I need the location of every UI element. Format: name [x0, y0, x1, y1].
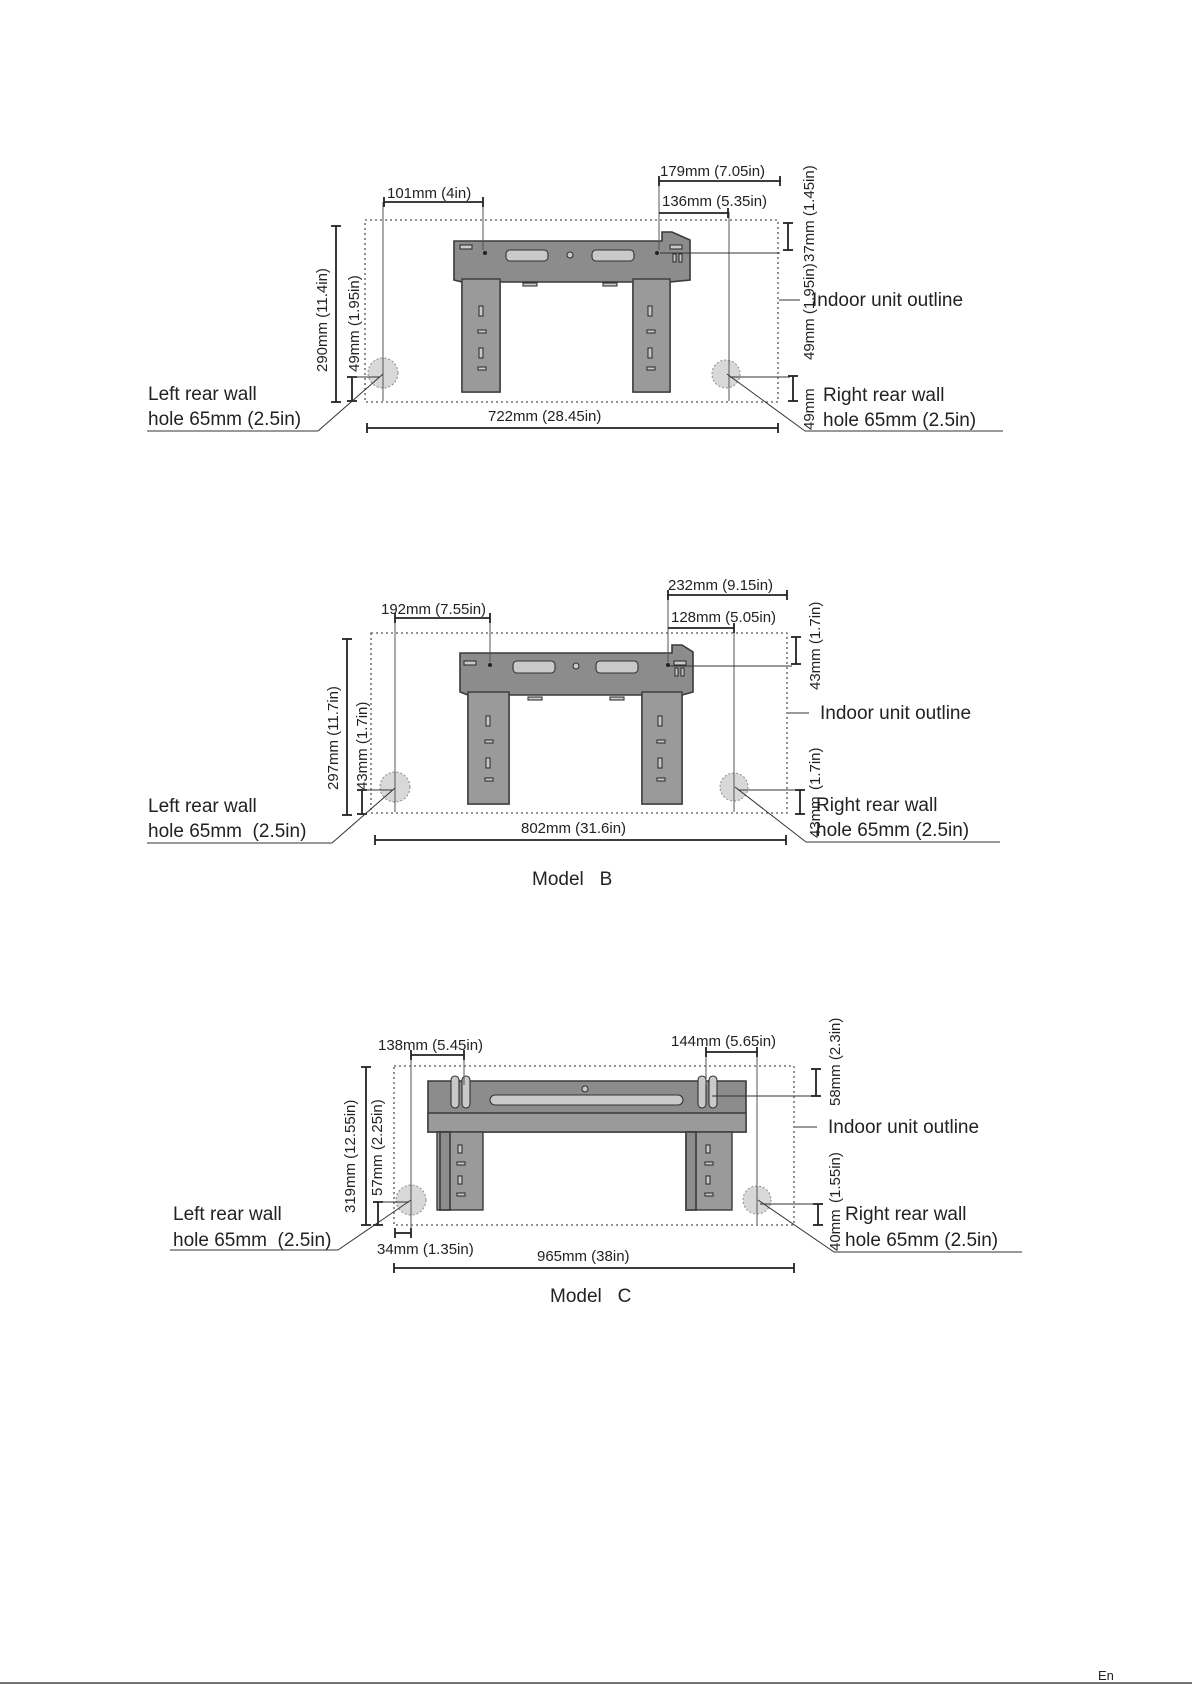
dim-right-hole-height-bottom: 40mm	[827, 1209, 844, 1251]
dim-top-left-offset: 192mm (7.55in)	[381, 601, 486, 618]
dim-right-hole-height-top: (1.7in)	[807, 747, 824, 790]
indoor-unit-outline	[370, 632, 788, 814]
mounting-plate	[427, 1075, 747, 1211]
dim-bottom-left-offset: 34mm (1.35in)	[377, 1241, 474, 1258]
page-marker: En	[1098, 1668, 1114, 1683]
dim-left-hole-height: 43mm (1.7in)	[354, 702, 371, 790]
right-hole-label-line2: hole 65mm (2.5in)	[845, 1230, 998, 1251]
dim-top-left-offset: 138mm (5.45in)	[378, 1037, 483, 1054]
mounting-plate	[453, 231, 691, 393]
indoor-unit-outline	[393, 1065, 795, 1226]
dim-left-hole-height: 57mm (2.25in)	[369, 1099, 386, 1196]
right-hole-label-line2: hole 65mm (2.5in)	[823, 410, 976, 431]
model-caption: Model C	[550, 1286, 631, 1307]
dim-left-height: 319mm (12.55in)	[342, 1100, 359, 1213]
dim-right-hole-height-top: (1.55in)	[827, 1152, 844, 1203]
model-caption: Model B	[532, 869, 612, 890]
dim-top-left-offset: 101mm (4in)	[387, 185, 471, 202]
indoor-unit-outline	[364, 219, 779, 403]
dim-right-hole-height-bottom: 49mm	[801, 388, 818, 430]
dim-top-right-outer: 144mm (5.65in)	[671, 1033, 776, 1050]
dim-left-height: 290mm (11.4in)	[314, 268, 331, 372]
dim-top-right-inner: 128mm (5.05in)	[671, 609, 776, 626]
left-hole-label-line2: hole 65mm (2.5in)	[148, 409, 301, 430]
dim-top-right-inner: 136mm (5.35in)	[662, 193, 767, 210]
indoor-outline-label: Indoor unit outline	[812, 290, 963, 311]
diagram-model-a: 101mm (4in) 179mm (7.05in) 136mm (5.35in…	[147, 163, 1003, 433]
dim-top-right-outer: 179mm (7.05in)	[660, 163, 765, 180]
dim-right-hole-height-top: 49mm (1.95in)	[801, 263, 818, 360]
left-hole-label-line1: Left rear wall	[148, 384, 257, 405]
dim-right-top-gap: 58mm (2.3in)	[827, 1018, 844, 1106]
right-hole-label-line2: hole 65mm (2.5in)	[816, 820, 969, 841]
indoor-outline-label: Indoor unit outline	[828, 1117, 979, 1138]
dim-width: 722mm (28.45in)	[488, 408, 601, 425]
left-hole-label-line1: Left rear wall	[148, 796, 257, 817]
dim-width: 965mm (38in)	[537, 1248, 630, 1265]
dim-left-height: 297mm (11.7in)	[325, 686, 342, 790]
dim-width: 802mm (31.6in)	[521, 820, 626, 837]
right-hole-label-line1: Right rear wall	[823, 385, 944, 406]
diagram-model-c: 138mm (5.45in) 144mm (5.65in) 58mm (2.3i…	[170, 1018, 1022, 1307]
right-wall-hole	[711, 359, 741, 389]
dim-right-top-gap: 43mm (1.7in)	[807, 602, 824, 690]
dim-right-top-gap: 37mm (1.45in)	[801, 165, 818, 262]
left-hole-label-line2: hole 65mm (2.5in)	[148, 821, 306, 842]
left-hole-label-line2: hole 65mm (2.5in)	[173, 1230, 331, 1251]
mounting-plate	[459, 644, 694, 805]
left-hole-label-line1: Left rear wall	[173, 1204, 282, 1225]
right-hole-label-line1: Right rear wall	[816, 795, 937, 816]
diagram-model-b: 192mm (7.55in) 232mm (9.15in) 128mm (5.0…	[147, 577, 1000, 890]
right-hole-label-line1: Right rear wall	[845, 1204, 966, 1225]
indoor-outline-label: Indoor unit outline	[820, 703, 971, 724]
dim-right-hole-height-bottom: 43mm	[807, 796, 824, 838]
dim-top-right-outer: 232mm (9.15in)	[668, 577, 773, 594]
dim-left-hole-height: 49mm (1.95in)	[346, 275, 363, 372]
